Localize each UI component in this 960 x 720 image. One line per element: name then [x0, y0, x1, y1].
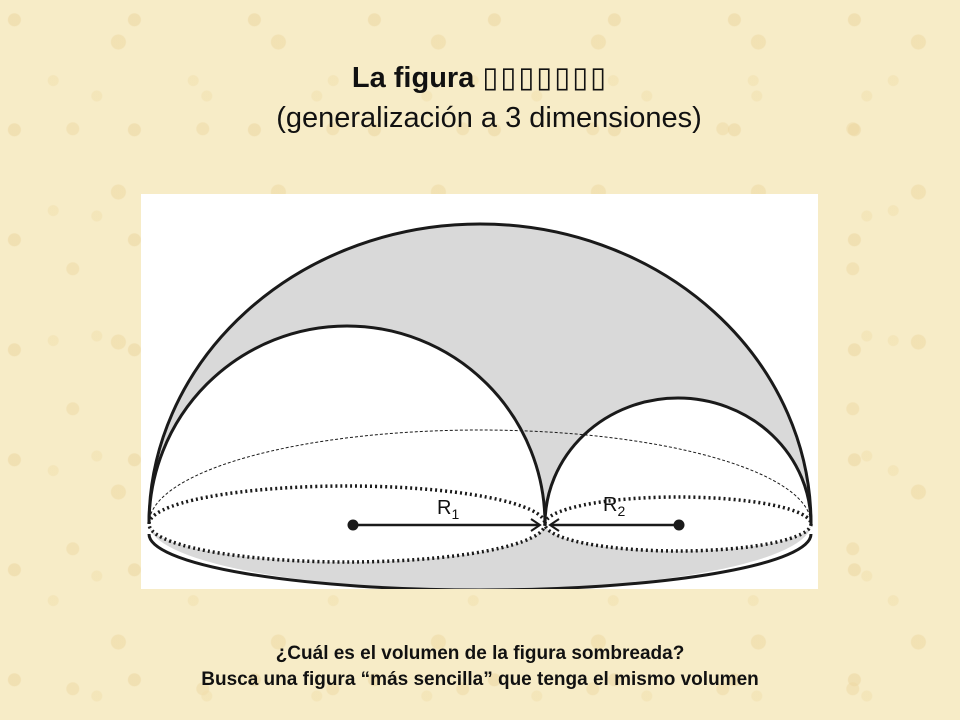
title-line-1: La figura ▯▯▯▯▯▯▯ — [0, 58, 960, 98]
caption: ¿Cuál es el volumen de la figura sombrea… — [0, 641, 960, 693]
missing-glyph-boxes: ▯▯▯▯▯▯▯ — [482, 62, 609, 94]
large-base-front-edge — [147, 533, 813, 589]
arbelos-diagram: R1 R2 — [141, 194, 818, 589]
arbelos-3d-figure: R1 R2 — [141, 194, 818, 589]
right-base-dotted-ellipse — [543, 495, 813, 553]
label-r2: R2 — [603, 494, 625, 519]
title-subtitle: (generalización a 3 dimensiones) — [276, 102, 702, 134]
caption-question: ¿Cuál es el volumen de la figura sombrea… — [275, 643, 685, 664]
large-hemisphere-outline — [147, 222, 813, 525]
title-prefix: La figura — [351, 62, 475, 94]
right-hemisphere-fill — [545, 398, 811, 524]
title-block: La figura ▯▯▯▯▯▯▯ (generalización a 3 di… — [0, 58, 960, 138]
left-hemisphere-fill — [149, 326, 545, 524]
left-base-fill — [149, 486, 545, 562]
radius-r1-arrowhead — [530, 518, 542, 532]
label-r1: R1 — [437, 497, 459, 522]
left-hemisphere-outline — [147, 324, 547, 525]
large-base-back-edge — [148, 429, 812, 525]
right-hemisphere-outline — [543, 396, 813, 525]
radius-r2-arrowhead — [548, 518, 560, 532]
caption-hint: Busca una figura “más sencilla” que teng… — [201, 669, 759, 690]
left-base-dotted-ellipse — [147, 484, 547, 564]
